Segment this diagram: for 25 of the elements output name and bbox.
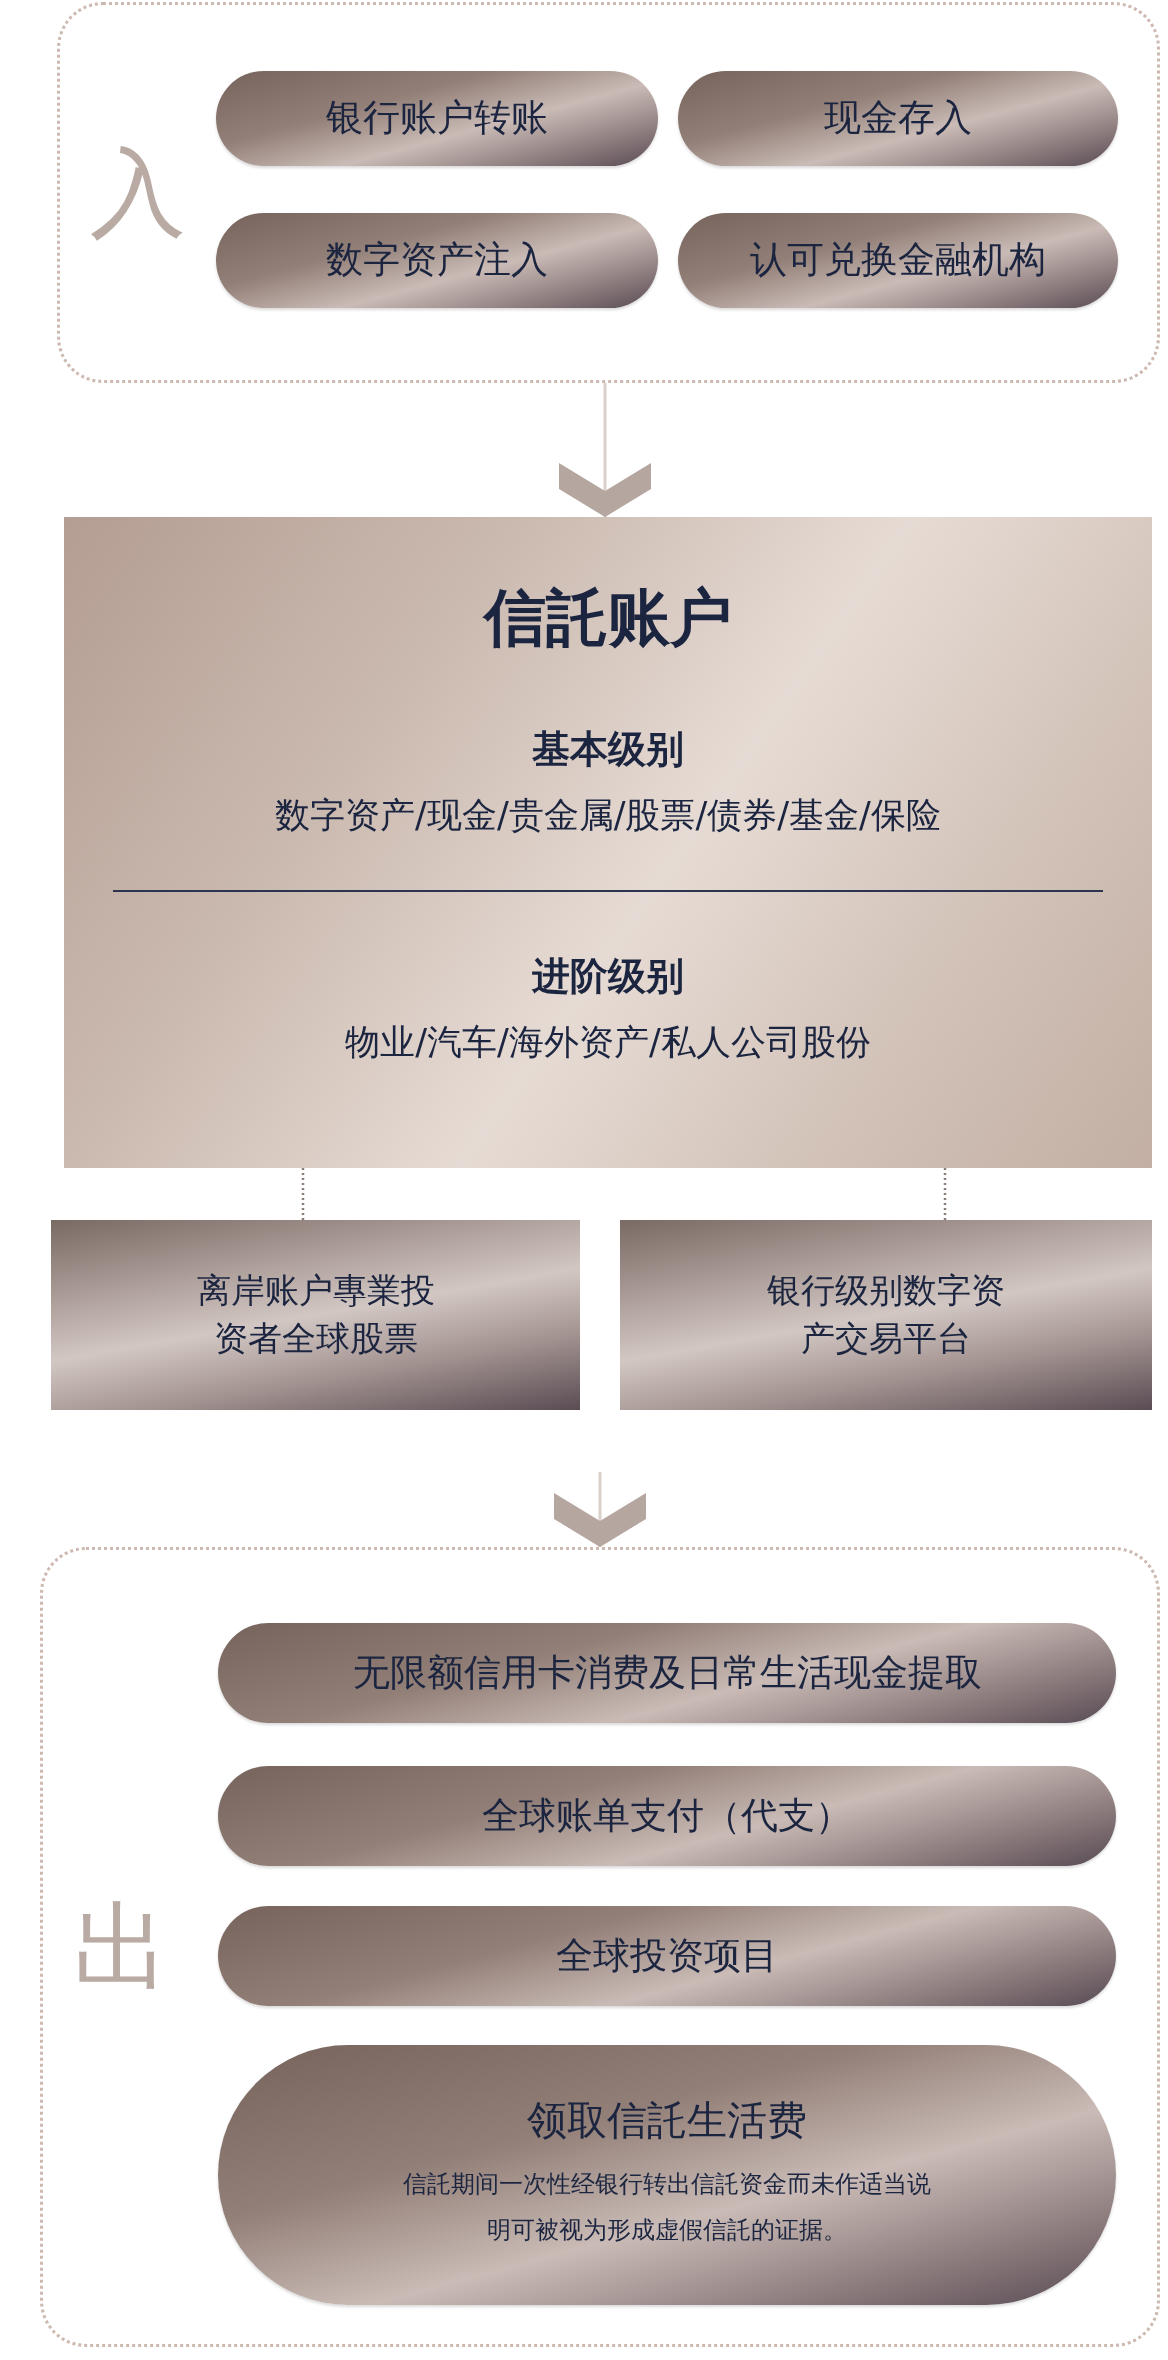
pill-label: 无限额信用卡消费及日常生活现金提取 (352, 1650, 982, 1696)
platform-box (620, 1220, 1152, 1410)
asset-list: 数字资产/现金/贵金属/股票/债券/基金/保险 (275, 793, 941, 839)
tile-label: 离岸账户專業投资者全球股票 (195, 1269, 436, 1360)
pill-label: 数字资产注入 (326, 238, 548, 283)
pill-label: 全球投资项目 (556, 1933, 778, 1979)
platform-box (51, 1220, 580, 1410)
connector-line (943, 1168, 947, 1220)
pill-label: 全球账单支付（代支） (482, 1793, 852, 1839)
flow-panel (40, 1547, 1160, 2347)
asset-list: 物业/汽车/海外资产/私人公司股份 (345, 1020, 871, 1066)
pill-title: 领取信託生活费 (527, 2096, 807, 2145)
tier-heading: 进阶级别 (532, 954, 684, 1001)
flow-panel (57, 2, 1160, 383)
pill-label: 认可兑换金融机构 (750, 238, 1046, 283)
account-card (64, 517, 1152, 1168)
connector-line (301, 1168, 305, 1220)
tier-heading: 基本级别 (532, 727, 684, 773)
card-title: 信託账户 (484, 581, 732, 656)
pill-label: 现金存入 (824, 96, 972, 141)
pill-label: 银行账户转账 (326, 96, 548, 141)
section-heading: 入 (90, 144, 186, 241)
section-heading: 出 (73, 1899, 169, 1995)
tile-label: 银行级别数字资产交易平台 (766, 1269, 1006, 1360)
note-text: 信託期间一次性经银行转出信託资金而未作适当说明可被视为形成虚假信託的证据。 (402, 2169, 932, 2246)
